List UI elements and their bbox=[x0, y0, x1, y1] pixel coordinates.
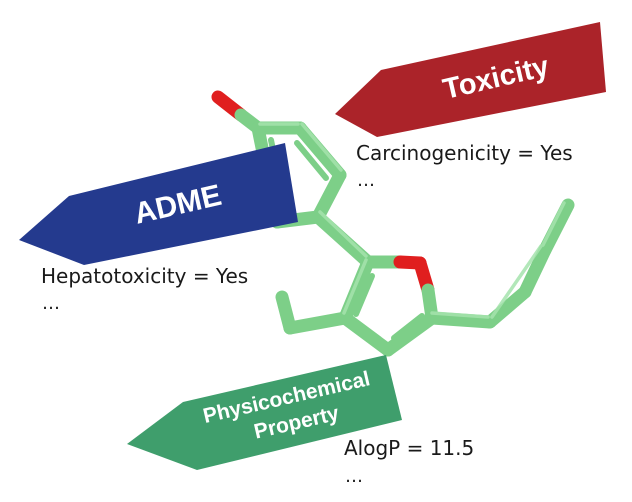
adme-arrow-shape bbox=[19, 143, 298, 265]
bond bbox=[425, 311, 497, 329]
adme-banner: ADME bbox=[19, 143, 298, 265]
bond bbox=[311, 168, 347, 224]
bond bbox=[391, 313, 425, 341]
toxicity-property: Carcinogenicity = Yes bbox=[356, 141, 573, 165]
bond bbox=[283, 311, 352, 335]
toxicity-banner: Toxicity bbox=[335, 22, 606, 137]
bond bbox=[538, 198, 575, 257]
bond-highlights bbox=[258, 122, 566, 319]
highlight bbox=[342, 258, 368, 315]
toxicity-ellipsis: … bbox=[357, 170, 376, 191]
highlight bbox=[318, 210, 368, 258]
highlight bbox=[300, 122, 343, 172]
bond bbox=[311, 210, 375, 269]
bond bbox=[483, 285, 532, 329]
bond bbox=[275, 290, 297, 335]
physicochemical-banner: Physicochemical Property bbox=[127, 355, 402, 470]
highlight bbox=[430, 311, 490, 319]
adme-property: Hepatotoxicity = Yes bbox=[41, 264, 249, 288]
physicochemical-ellipsis: … bbox=[345, 466, 364, 487]
bond bbox=[353, 273, 375, 317]
bond bbox=[293, 121, 347, 182]
highlight bbox=[490, 244, 543, 319]
bonds bbox=[211, 90, 575, 357]
adme-ellipsis: … bbox=[42, 293, 61, 314]
physicochemical-arrow-shape bbox=[127, 355, 402, 470]
highlight bbox=[541, 201, 566, 247]
toxicity-arrow-shape bbox=[335, 22, 606, 137]
bond bbox=[294, 140, 329, 181]
bond bbox=[381, 311, 439, 357]
bond bbox=[338, 311, 395, 357]
bond bbox=[518, 243, 552, 299]
bond bbox=[338, 255, 375, 325]
physicochemical-property: AlogP = 11.5 bbox=[344, 436, 475, 460]
